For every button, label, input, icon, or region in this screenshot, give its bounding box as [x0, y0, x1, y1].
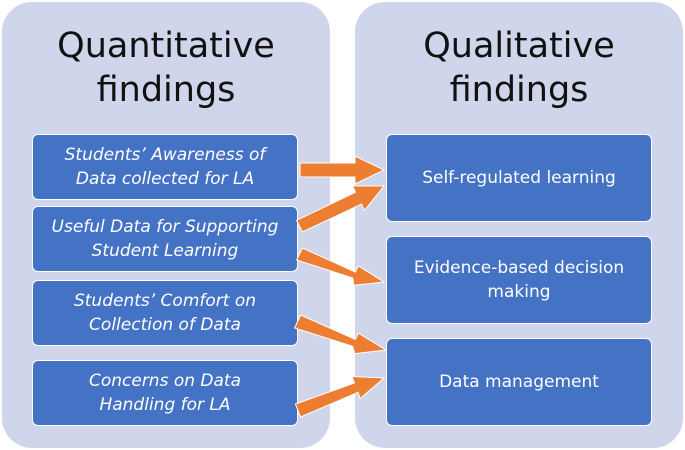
- qualitative-item-data-management: Data management: [386, 338, 652, 426]
- quantitative-item-comfort-line1: Students’ Comfort on: [73, 291, 257, 311]
- quantitative-item-comfort-line2: Collection of Data: [89, 315, 241, 335]
- quantitative-item-concerns: Concerns on Data Handling for LA: [32, 360, 298, 426]
- quantitative-item-concerns-line1: Concerns on Data: [88, 371, 242, 391]
- qualitative-item-self-regulated-line1: Self-regulated learning: [422, 168, 616, 188]
- quantitative-item-concerns-line2: Handling for LA: [99, 395, 231, 415]
- qualitative-item-data-management-line1: Data management: [439, 372, 599, 392]
- qualitative-item-evidence-based: Evidence-based decision making: [386, 236, 652, 324]
- qualitative-item-evidence-based-line1: Evidence-based decision: [413, 258, 625, 278]
- qualitative-title-line1: Qualitative: [423, 26, 615, 66]
- quantitative-item-useful-data-line2: Student Learning: [91, 241, 239, 261]
- qualitative-title-line2: findings: [449, 70, 589, 110]
- qualitative-item-evidence-based-line2: making: [487, 282, 551, 302]
- qualitative-item-self-regulated: Self-regulated learning: [386, 134, 652, 222]
- quantitative-title-line2: findings: [96, 70, 236, 110]
- quantitative-item-awareness-line1: Students’ Awareness of: [64, 145, 266, 165]
- quantitative-item-comfort: Students’ Comfort on Collection of Data: [32, 280, 298, 346]
- quantitative-item-useful-data: Useful Data for Supporting Student Learn…: [32, 206, 298, 272]
- quantitative-item-useful-data-line1: Useful Data for Supporting: [51, 217, 279, 237]
- quantitative-title-line1: Quantitative: [57, 26, 275, 66]
- quantitative-item-awareness-line2: Data collected for LA: [75, 169, 255, 189]
- quantitative-item-awareness: Students’ Awareness of Data collected fo…: [32, 134, 298, 200]
